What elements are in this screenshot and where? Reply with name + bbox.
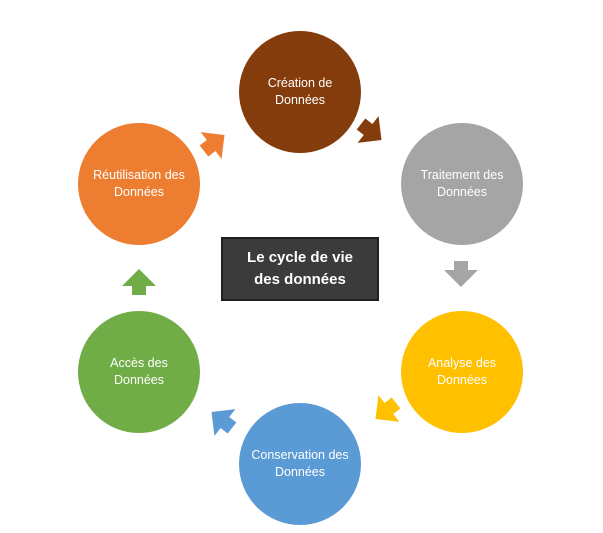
stage-traitement: Traitement des Données	[401, 123, 523, 245]
stage-acces-label: Accès des Données	[110, 356, 168, 387]
stage-analyse: Analyse des Données	[401, 311, 523, 433]
arrow-acces-to-reutilisation	[122, 269, 156, 295]
stage-creation: Création de Données	[239, 31, 361, 153]
arrow-analyse-to-conservation	[375, 395, 401, 422]
center-title: Le cycle de vie des données	[247, 249, 353, 288]
stage-reutilisation: Réutilisation des Données	[78, 123, 200, 245]
arrow-conservation-to-acces	[211, 409, 237, 436]
stage-analyse-label: Analyse des Données	[427, 356, 497, 387]
stage-conservation-label: Conservation des Données	[251, 448, 349, 479]
stage-traitement-label: Traitement des Données	[420, 168, 504, 199]
stage-creation-label: Création de Données	[267, 76, 333, 107]
arrow-traitement-to-analyse	[444, 261, 478, 287]
stage-conservation: Conservation des Données	[239, 403, 361, 525]
stage-reutilisation-label: Réutilisation des Données	[93, 168, 185, 199]
stage-acces: Accès des Données	[78, 311, 200, 433]
arrow-creation-to-traitement	[356, 116, 382, 143]
center-title-box: Le cycle de vie des données	[221, 237, 379, 301]
arrow-reutilisation-to-creation	[199, 132, 225, 159]
